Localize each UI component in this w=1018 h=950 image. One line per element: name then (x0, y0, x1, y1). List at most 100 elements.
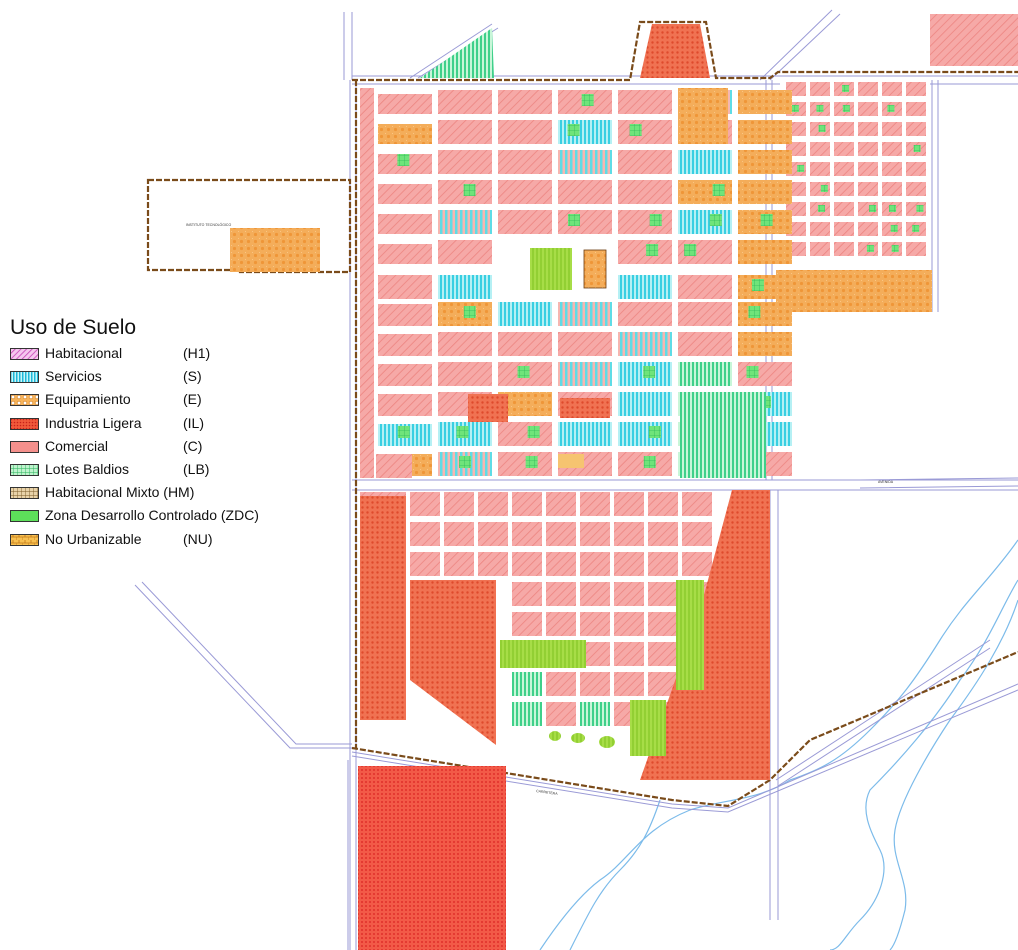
lote-baldio (748, 306, 761, 318)
block-east (882, 82, 902, 96)
street-gap (378, 90, 434, 94)
block (678, 332, 732, 356)
block (738, 275, 792, 299)
zdc-south-parcels (500, 580, 704, 756)
street-gap (378, 360, 434, 364)
block-east (906, 82, 926, 96)
block-south (512, 672, 542, 696)
block-east (810, 222, 830, 236)
lote-baldio (397, 154, 410, 166)
legend-item-code: (IL) (183, 414, 204, 431)
parcel-serv-core (680, 392, 766, 478)
lote-baldio (760, 214, 773, 226)
lote-baldio-east (818, 125, 826, 132)
block-south (580, 702, 610, 726)
lote-baldio-east (842, 105, 850, 112)
legend-item: Zona Desarrollo Controlado (ZDC) (8, 506, 308, 529)
block-south (614, 492, 644, 516)
block-south (648, 522, 678, 546)
block (438, 210, 492, 234)
lote-baldio-east (887, 105, 895, 112)
lote-baldio (456, 426, 469, 438)
parcel-hm-core (558, 454, 584, 468)
block (738, 302, 792, 326)
lote-baldio-east (912, 225, 920, 232)
block-south (648, 612, 678, 636)
block-east (834, 222, 854, 236)
block-east (906, 102, 926, 116)
block-south (648, 492, 678, 516)
block-east (882, 122, 902, 136)
block-south (546, 582, 576, 606)
legend-item-code: (H1) (183, 345, 211, 361)
block (618, 275, 672, 299)
parcel-plaza-equip (583, 249, 607, 289)
lote-baldio-east (869, 205, 877, 212)
block (738, 150, 792, 174)
block (618, 392, 672, 416)
block (378, 275, 432, 299)
block-east (906, 182, 926, 196)
block (678, 150, 732, 174)
block-south (682, 552, 712, 576)
road-northeast-2 (759, 9, 841, 81)
block-south (546, 552, 576, 576)
legend-item: Industria Ligera(IL) (8, 414, 308, 437)
block (558, 332, 612, 356)
street-labels: INSTITUTO TECNOLÓGICO AVENIDA CARRETERA (186, 222, 894, 796)
legend-item-code: (C) (183, 437, 203, 454)
block (618, 90, 672, 114)
block (558, 422, 612, 446)
block-east (858, 162, 878, 176)
road-west-diagonal (134, 581, 352, 749)
block (438, 240, 492, 264)
east-blocks (786, 20, 1018, 256)
block-ne (940, 20, 1018, 30)
parcel-plaza (530, 248, 572, 290)
lote-baldio-east (791, 105, 799, 112)
block-south (614, 582, 644, 606)
block (438, 275, 492, 299)
block-south (580, 522, 610, 546)
parcel-serv-north (420, 28, 494, 78)
block-south (410, 492, 440, 516)
lote-baldio (643, 366, 656, 378)
block (498, 452, 552, 476)
lote-baldio-east (797, 165, 805, 172)
block-south (478, 552, 508, 576)
lote-baldio (646, 244, 659, 256)
lote-baldio (525, 456, 538, 468)
block (738, 180, 792, 204)
block-ne (940, 36, 1018, 48)
street-gap (378, 150, 434, 154)
block-east (834, 142, 854, 156)
block-east (810, 242, 830, 256)
legend-item-label: Lotes Baldios (45, 460, 130, 477)
block-south (614, 552, 644, 576)
block-south (648, 552, 678, 576)
legend-title: Uso de Suelo (10, 316, 137, 339)
block (678, 275, 732, 299)
river-1 (539, 539, 1018, 950)
block-east (858, 222, 878, 236)
comercial-swatch-icon (10, 440, 39, 453)
block (376, 454, 412, 478)
lote-baldio-east (916, 205, 924, 212)
block (498, 210, 552, 234)
servicios-swatch-icon (10, 371, 39, 384)
block-south (546, 492, 576, 516)
block (558, 210, 612, 234)
legend-item-label: Habitacional (45, 345, 123, 361)
lote-baldio (684, 244, 697, 256)
block (498, 120, 552, 144)
block-south (512, 612, 542, 636)
river-4 (569, 799, 661, 950)
block-south (580, 492, 610, 516)
block-east (906, 122, 926, 136)
legend-item-label: Habitacional Mixto (HM) (45, 484, 195, 501)
legend-item-code: (NU) (183, 530, 213, 547)
block-west-strip (360, 88, 374, 478)
block-east (858, 182, 878, 196)
block-south (444, 522, 474, 546)
block (498, 150, 552, 174)
